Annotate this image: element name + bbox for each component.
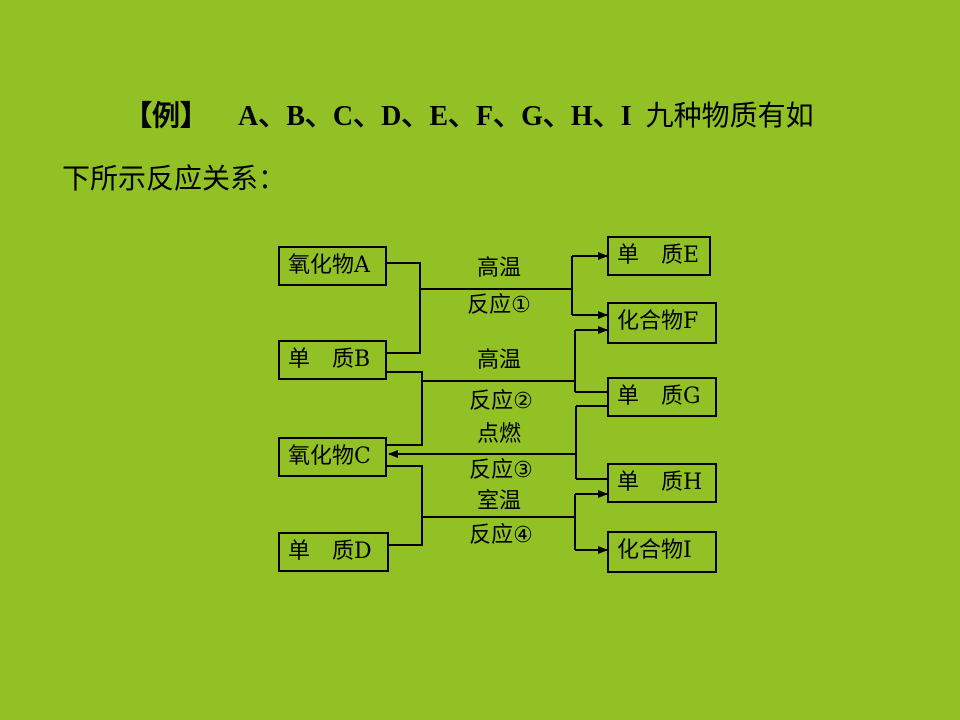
reaction3-condition: 点燃 xyxy=(476,422,521,447)
question-text-rest: 九种物质有如 xyxy=(645,99,814,132)
reaction3-name: 反应③ xyxy=(469,458,533,483)
box-element-e: 单 质E xyxy=(607,236,711,276)
box-oxide-a: 氧化物A xyxy=(278,246,387,286)
box-compound-f: 化合物F xyxy=(607,302,717,344)
reaction4-condition: 室温 xyxy=(476,489,521,514)
box-element-g: 单 质G xyxy=(607,377,717,417)
example-label: 【例】 xyxy=(124,99,209,132)
box-element-h: 单 质H xyxy=(607,463,717,503)
reaction2-condition: 高温 xyxy=(476,348,521,373)
reaction4-left-bracket xyxy=(387,465,423,546)
reaction2-name: 反应② xyxy=(469,389,533,414)
reaction2-left-bracket xyxy=(387,371,423,446)
box-oxide-c: 氧化物C xyxy=(278,437,387,477)
reaction4-name: 反应④ xyxy=(469,523,533,548)
substance-letters: A、B、C、D、E、F、G、H、I xyxy=(238,101,632,132)
question-line-2: 下所示反应关系： xyxy=(62,162,287,195)
reaction1-left-bracket xyxy=(387,262,421,354)
box-element-b: 单 质B xyxy=(278,340,387,380)
box-element-d: 单 质D xyxy=(278,532,389,572)
reaction1-name: 反应① xyxy=(467,293,531,318)
question-line-1: 【例】 A、B、C、D、E、F、G、H、I 九种物质有如 xyxy=(124,96,814,137)
reaction1-condition: 高温 xyxy=(476,256,521,281)
box-compound-i: 化合物I xyxy=(607,531,717,573)
